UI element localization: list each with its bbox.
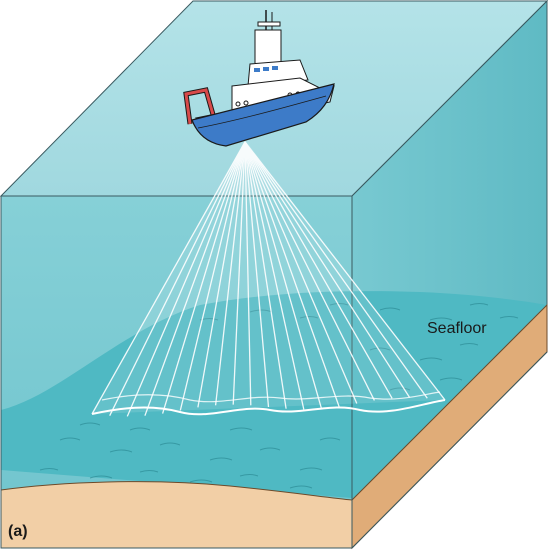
panel-label: (a) [8,523,28,541]
seafloor-label: Seafloor [427,320,487,338]
